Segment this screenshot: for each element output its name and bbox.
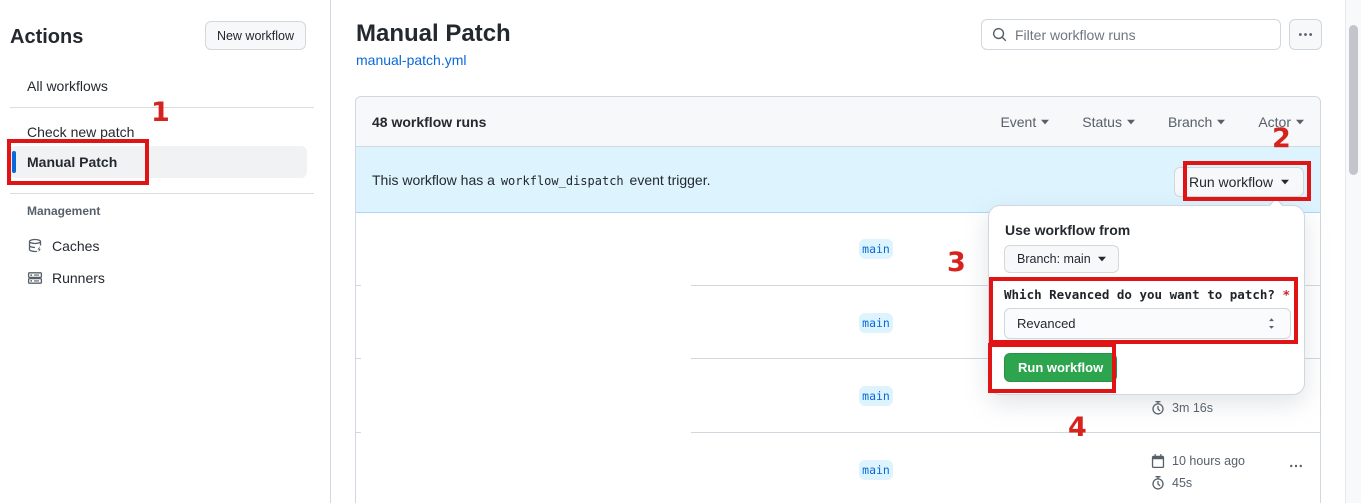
database-icon bbox=[27, 238, 43, 254]
filter-workflow-runs-input[interactable] bbox=[1015, 26, 1270, 43]
calendar-icon bbox=[1151, 454, 1165, 468]
caret-down-icon bbox=[1097, 256, 1106, 262]
scrollbar-track[interactable] bbox=[1345, 0, 1361, 503]
runs-card-header: 48 workflow runs Event Status Branch Act… bbox=[356, 97, 1320, 147]
sidebar-item-label: Runners bbox=[52, 270, 105, 286]
row-divider bbox=[356, 358, 361, 359]
server-icon bbox=[27, 270, 43, 286]
run-date: 10 hours ago bbox=[1151, 454, 1245, 468]
workflow-options-kebab-button[interactable] bbox=[1289, 19, 1322, 50]
branch-badge[interactable]: main bbox=[859, 386, 893, 406]
sidebar-item-caches[interactable]: Caches bbox=[10, 231, 307, 261]
row-divider bbox=[691, 432, 1320, 433]
workflow-dispatch-banner: This workflow has a workflow_dispatch ev… bbox=[356, 147, 1320, 213]
sidebar-divider bbox=[10, 193, 314, 194]
run-workflow-submit-button[interactable]: Run workflow bbox=[1004, 353, 1118, 382]
branch-badge[interactable]: main bbox=[859, 239, 893, 259]
panel-heading: Use workflow from bbox=[1005, 222, 1131, 238]
stopwatch-icon bbox=[1152, 401, 1164, 415]
branch-badge[interactable]: main bbox=[859, 460, 893, 480]
run-workflow-dropdown-button[interactable]: Run workflow bbox=[1173, 167, 1304, 197]
caret-down-icon bbox=[1296, 119, 1304, 124]
search-icon bbox=[992, 27, 1007, 42]
new-workflow-button[interactable]: New workflow bbox=[205, 21, 306, 50]
page-title: Manual Patch bbox=[356, 20, 511, 47]
sidebar-item-label: Manual Patch bbox=[27, 154, 118, 170]
run-workflow-panel: Use workflow from Branch: main Which Rev… bbox=[988, 197, 1305, 395]
caret-down-icon bbox=[1217, 119, 1226, 124]
sidebar-title: Actions bbox=[10, 26, 84, 48]
caret-down-icon bbox=[1281, 179, 1289, 185]
sidebar-item-label: Caches bbox=[52, 238, 100, 254]
actor-filter-dropdown[interactable]: Actor bbox=[1258, 114, 1304, 130]
scrollbar-thumb[interactable] bbox=[1349, 25, 1358, 175]
revanced-select[interactable]: Revanced bbox=[1004, 308, 1291, 339]
run-options-kebab-button[interactable] bbox=[1281, 458, 1311, 474]
sidebar-item-runners[interactable]: Runners bbox=[10, 263, 307, 293]
actions-sidebar: Actions New workflow All workflows Check… bbox=[0, 0, 331, 503]
selected-accent-bar bbox=[12, 151, 16, 173]
workflow-input-label: Which Revanced do you want to patch? * bbox=[1004, 287, 1290, 302]
banner-text: This workflow has a workflow_dispatch ev… bbox=[372, 171, 711, 188]
workflow-runs-count: 48 workflow runs bbox=[372, 113, 487, 130]
sidebar-item-label: All workflows bbox=[27, 78, 108, 94]
caret-down-icon bbox=[1041, 119, 1050, 124]
branch-badge[interactable]: main bbox=[859, 313, 893, 333]
workflow-dispatch-code: workflow_dispatch bbox=[500, 173, 624, 188]
event-filter-dropdown[interactable]: Event bbox=[1000, 114, 1050, 130]
sidebar-divider bbox=[10, 107, 314, 108]
stopwatch-icon bbox=[1152, 476, 1164, 490]
caret-down-icon bbox=[1126, 119, 1135, 124]
branch-selector-button[interactable]: Branch: main bbox=[1004, 245, 1119, 273]
kebab-horizontal-icon bbox=[1298, 33, 1313, 36]
sidebar-item-all-workflows[interactable]: All workflows bbox=[10, 70, 307, 102]
chevron-up-down-icon bbox=[1265, 317, 1278, 330]
row-divider bbox=[356, 432, 361, 433]
row-divider bbox=[356, 285, 361, 286]
sidebar-item-manual-patch[interactable]: Manual Patch bbox=[10, 146, 307, 178]
run-duration: 45s bbox=[1151, 476, 1192, 490]
run-duration: 3m 16s bbox=[1151, 401, 1213, 415]
management-section-label: Management bbox=[27, 204, 101, 218]
sidebar-item-label: Check new patch bbox=[27, 124, 135, 140]
runs-filters: Event Status Branch Actor bbox=[1000, 114, 1304, 130]
required-asterisk: * bbox=[1282, 287, 1290, 302]
workflow-file-link[interactable]: manual-patch.yml bbox=[356, 52, 467, 68]
sidebar-item-check-new-patch[interactable]: Check new patch bbox=[10, 116, 307, 148]
branch-filter-dropdown[interactable]: Branch bbox=[1168, 114, 1226, 130]
filter-workflow-runs-box bbox=[981, 19, 1281, 50]
status-filter-dropdown[interactable]: Status bbox=[1082, 114, 1135, 130]
kebab-horizontal-icon bbox=[1290, 464, 1302, 468]
